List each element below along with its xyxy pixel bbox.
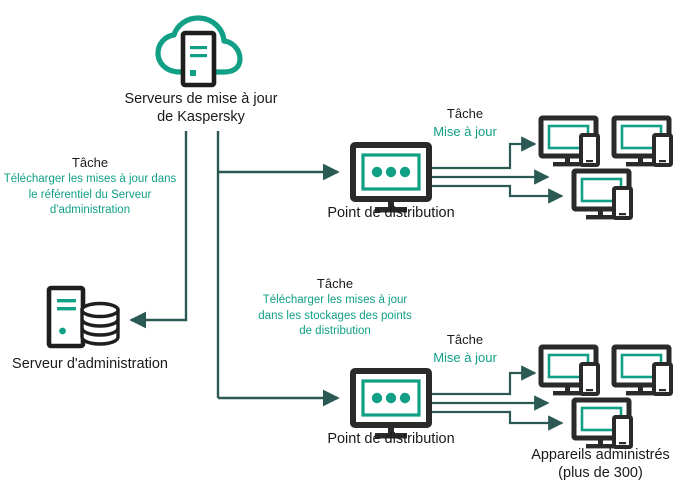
task-download-to-distribution-storages-title: Tâche xyxy=(316,276,354,291)
monitor-dots-icon-top xyxy=(350,142,432,213)
managed-device-bottom-left xyxy=(538,344,600,396)
label-managed-devices: Appareils administrés (plus de 300) xyxy=(531,447,670,482)
managed-device-bottom-right xyxy=(611,344,673,396)
label-distribution-point-top: Point de distribution xyxy=(327,205,455,221)
server-database-icon xyxy=(46,285,120,349)
task-download-to-distribution-storages-body: Télécharger les mises à jour dans les st… xyxy=(258,294,412,338)
task-update-bottom-body: Mise à jour xyxy=(433,350,497,365)
line-dp-top-to-device-1 xyxy=(430,136,537,170)
line-dp-bottom-to-device-3 xyxy=(430,410,564,431)
task-download-to-admin-repository-title: Tâche xyxy=(71,155,109,170)
managed-device-top-bottom xyxy=(571,168,633,220)
line-dp-top-to-device-3 xyxy=(430,184,564,204)
managed-device-bottom-bottom xyxy=(571,397,633,449)
task-update-top-title: Tâche xyxy=(446,106,484,121)
label-distribution-point-bottom: Point de distribution xyxy=(327,431,455,447)
task-update-bottom-title: Tâche xyxy=(446,332,484,347)
line-dp-bottom-to-device-1 xyxy=(430,365,537,396)
label-kaspersky-update-servers: Serveurs de mise à jour de Kaspersky xyxy=(124,91,278,126)
managed-device-top-left xyxy=(538,115,600,167)
line-cloud-to-admin-server xyxy=(129,131,188,329)
cloud-server-icon xyxy=(155,15,243,88)
task-download-to-admin-repository-body: Télécharger les mises à jour dans le réf… xyxy=(3,173,177,217)
task-update-top-body: Mise à jour xyxy=(433,124,497,139)
label-administration-server: Serveur d'administration xyxy=(12,356,168,372)
monitor-dots-icon-bottom xyxy=(350,368,432,439)
managed-device-top-right xyxy=(611,115,673,167)
